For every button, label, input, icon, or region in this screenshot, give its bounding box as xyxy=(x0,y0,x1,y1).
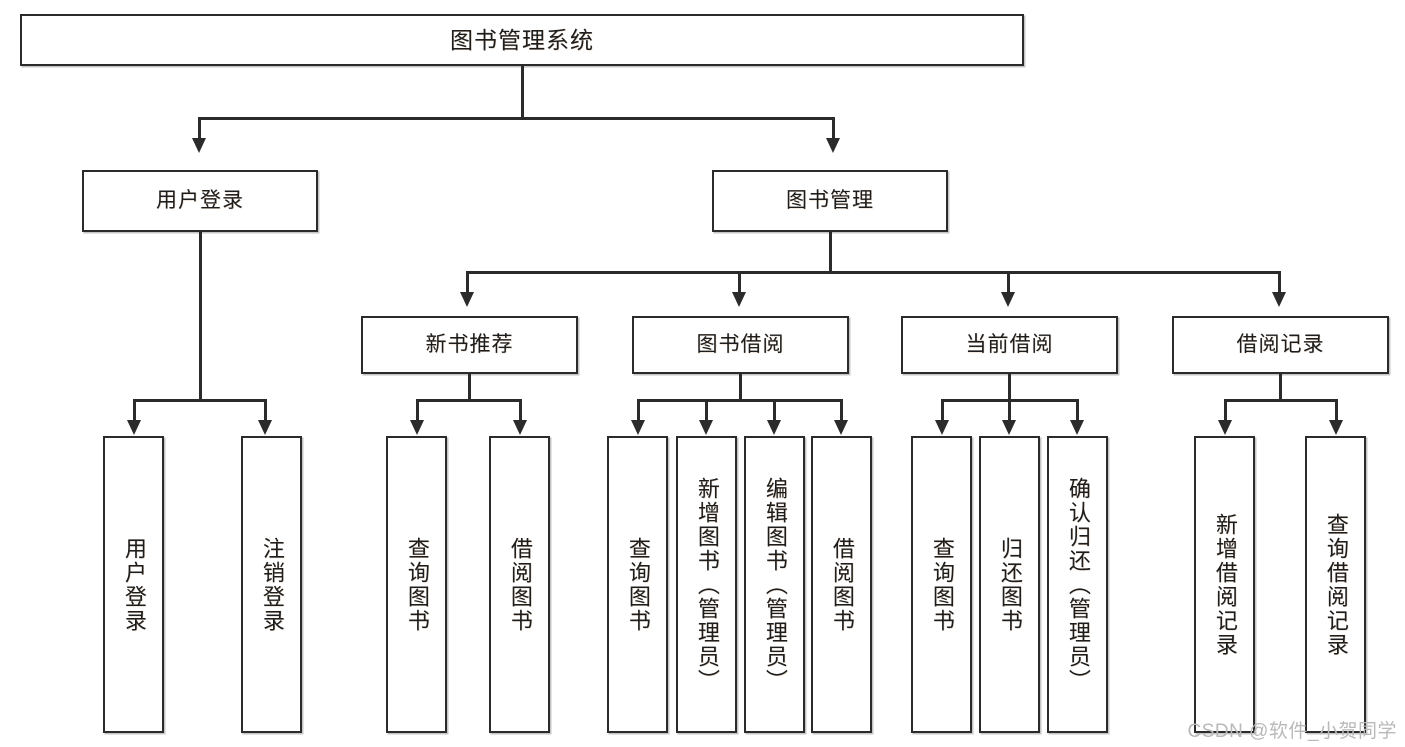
node-leaf-borrow-book-b[interactable]: 借阅图书 xyxy=(811,436,872,733)
node-leaf-borrow-book-a[interactable]: 借阅图书 xyxy=(489,436,550,733)
arrow-book-manage-to-current-borrow xyxy=(1001,292,1015,307)
connector-new-book-rec-stem xyxy=(468,374,471,400)
node-leaf-query-book-b-label: 查询图书 xyxy=(625,536,651,633)
arrow-current-borrow-to-leaf-3 xyxy=(1070,420,1084,435)
arrow-book-borrow-to-leaf-1 xyxy=(631,420,645,435)
connector-book-borrow-stem xyxy=(739,374,742,400)
arrow-current-borrow-to-leaf-2 xyxy=(1002,420,1016,435)
node-leaf-return-book[interactable]: 归还图书 xyxy=(979,436,1040,733)
node-leaf-query-book-a[interactable]: 查询图书 xyxy=(386,436,447,733)
connector-book-borrow-drop-4 xyxy=(840,399,843,421)
arrow-user-login-to-leaf-1 xyxy=(127,420,141,435)
arrow-book-manage-to-book-borrow xyxy=(732,292,746,307)
node-root-label: 图书管理系统 xyxy=(450,26,594,53)
arrow-new-book-rec-to-leaf-1 xyxy=(410,420,424,435)
node-leaf-query-record[interactable]: 查询借阅记录 xyxy=(1305,436,1366,733)
arrow-book-borrow-to-leaf-4 xyxy=(834,420,848,435)
connector-book-borrow-drop-3 xyxy=(773,399,776,421)
connector-current-borrow-drop-2 xyxy=(1008,399,1011,421)
connector-root-drop-right xyxy=(832,117,835,139)
node-root[interactable]: 图书管理系统 xyxy=(20,14,1024,66)
node-book-borrow-label: 图书借阅 xyxy=(696,332,785,356)
arrow-borrow-record-to-leaf-2 xyxy=(1329,420,1343,435)
connector-current-borrow-drop-1 xyxy=(941,399,944,421)
node-borrow-record-label: 借阅记录 xyxy=(1236,332,1325,356)
node-leaf-add-record-label: 新增借阅记录 xyxy=(1212,512,1238,657)
node-leaf-query-book-c[interactable]: 查询图书 xyxy=(911,436,972,733)
connector-user-login-drop-2 xyxy=(264,399,267,421)
node-book-borrow[interactable]: 图书借阅 xyxy=(632,316,849,374)
connector-book-borrow-drop-2 xyxy=(705,399,708,421)
connector-book-manage-drop-4 xyxy=(1278,271,1281,293)
connector-current-borrow-drop-3 xyxy=(1076,399,1079,421)
connector-book-manage-drop-3 xyxy=(1007,271,1010,293)
node-leaf-add-book-label: 新增图书（管理员） xyxy=(694,476,720,693)
arrow-book-borrow-to-leaf-3 xyxy=(767,420,781,435)
connector-new-book-rec-bus xyxy=(416,399,521,402)
node-leaf-user-login-label: 用户登录 xyxy=(121,536,147,633)
node-leaf-query-book-b[interactable]: 查询图书 xyxy=(607,436,668,733)
node-leaf-confirm-return[interactable]: 确认归还（管理员） xyxy=(1047,436,1108,733)
node-new-book-rec[interactable]: 新书推荐 xyxy=(361,316,578,374)
node-leaf-confirm-return-label: 确认归还（管理员） xyxy=(1065,476,1091,693)
node-leaf-return-book-label: 归还图书 xyxy=(997,536,1023,633)
connector-book-borrow-drop-1 xyxy=(637,399,640,421)
node-leaf-add-book[interactable]: 新增图书（管理员） xyxy=(676,436,737,733)
connector-root-drop-left xyxy=(198,117,201,139)
node-book-manage[interactable]: 图书管理 xyxy=(712,170,948,232)
connector-user-login-drop-1 xyxy=(133,399,136,421)
connector-borrow-record-drop-2 xyxy=(1335,399,1338,421)
connector-book-borrow-bus xyxy=(637,399,842,402)
node-leaf-logout[interactable]: 注销登录 xyxy=(241,436,302,733)
node-leaf-add-record[interactable]: 新增借阅记录 xyxy=(1194,436,1255,733)
node-borrow-record[interactable]: 借阅记录 xyxy=(1172,316,1389,374)
connector-book-manage-drop-1 xyxy=(466,271,469,293)
arrow-borrow-record-to-leaf-1 xyxy=(1218,420,1232,435)
arrow-user-login-to-leaf-2 xyxy=(258,420,272,435)
connector-root-stem xyxy=(521,66,524,118)
watermark: CSDN @软件_小贺同学 xyxy=(1187,721,1397,742)
arrow-root-to-user-login xyxy=(192,138,206,153)
arrow-book-manage-to-borrow-record xyxy=(1272,292,1286,307)
connector-book-manage-stem xyxy=(829,232,832,272)
connector-borrow-record-drop-1 xyxy=(1224,399,1227,421)
node-leaf-borrow-book-b-label: 借阅图书 xyxy=(829,536,855,633)
arrow-new-book-rec-to-leaf-2 xyxy=(513,420,527,435)
node-leaf-borrow-book-a-label: 借阅图书 xyxy=(507,536,533,633)
connector-new-book-rec-drop-2 xyxy=(519,399,522,421)
node-leaf-logout-label: 注销登录 xyxy=(259,536,285,633)
connector-book-manage-bus xyxy=(466,271,1280,274)
arrow-book-borrow-to-leaf-2 xyxy=(699,420,713,435)
node-leaf-query-book-c-label: 查询图书 xyxy=(929,536,955,633)
node-new-book-rec-label: 新书推荐 xyxy=(425,332,514,356)
node-current-borrow-label: 当前借阅 xyxy=(965,332,1054,356)
node-leaf-edit-book[interactable]: 编辑图书（管理员） xyxy=(744,436,805,733)
node-current-borrow[interactable]: 当前借阅 xyxy=(901,316,1118,374)
connector-user-login-bus xyxy=(133,399,266,402)
node-leaf-user-login[interactable]: 用户登录 xyxy=(103,436,164,733)
connector-new-book-rec-drop-1 xyxy=(416,399,419,421)
connector-borrow-record-stem xyxy=(1279,374,1282,400)
node-user-login[interactable]: 用户登录 xyxy=(82,170,318,232)
connector-user-login-stem xyxy=(199,232,202,400)
connector-book-manage-drop-2 xyxy=(738,271,741,293)
connector-current-borrow-stem xyxy=(1008,374,1011,400)
arrow-current-borrow-to-leaf-1 xyxy=(935,420,949,435)
node-leaf-edit-book-label: 编辑图书（管理员） xyxy=(762,476,788,693)
arrow-book-manage-to-new-book-rec xyxy=(460,292,474,307)
arrow-root-to-book-manage xyxy=(826,138,840,153)
connector-root-bus xyxy=(198,117,834,120)
node-leaf-query-book-a-label: 查询图书 xyxy=(404,536,430,633)
connector-borrow-record-bus xyxy=(1224,399,1337,402)
node-user-login-label: 用户登录 xyxy=(156,188,244,212)
node-leaf-query-record-label: 查询借阅记录 xyxy=(1323,512,1349,657)
node-book-manage-label: 图书管理 xyxy=(786,188,874,212)
